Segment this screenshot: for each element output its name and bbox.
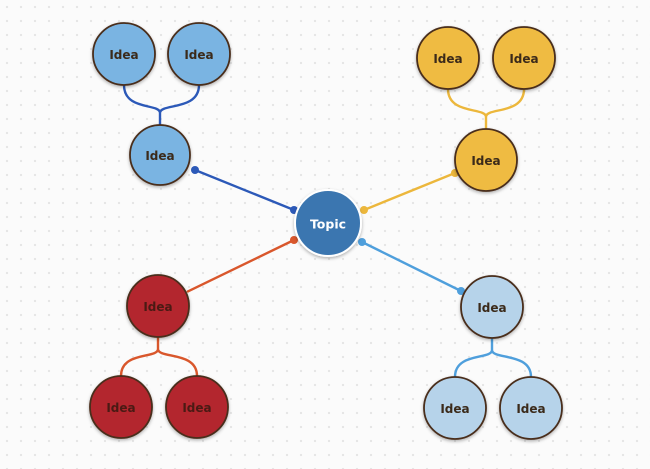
- top-right-topic-anchor-dot: [360, 206, 368, 214]
- central-topic-node[interactable]: Topic: [294, 189, 362, 257]
- top-right-child-idea-node-2[interactable]: Idea: [492, 26, 556, 90]
- bottom-left-idea-node-label: Idea: [143, 300, 172, 314]
- top-right-idea-node-label: Idea: [471, 154, 500, 168]
- top-left-connector: [193, 168, 296, 212]
- bottom-right-child-idea-node-1-label: Idea: [440, 402, 469, 416]
- top-right-child-idea-node-1-circle: [416, 26, 480, 90]
- bottom-left-topic-anchor-dot: [290, 236, 298, 244]
- top-right-child-idea-node-1-label: Idea: [433, 52, 462, 66]
- bottom-right-child-idea-node-1-circle: [423, 376, 487, 440]
- top-left-child-idea-node-2-label: Idea: [184, 48, 213, 62]
- top-right-child-idea-node-2-label: Idea: [509, 52, 538, 66]
- bottom-left-child-connector: [119, 335, 199, 378]
- bottom-right-idea-node[interactable]: Idea: [460, 275, 524, 339]
- bottom-right-child-idea-node-2-circle: [499, 376, 563, 440]
- bottom-left-idea-node-circle: [126, 274, 190, 338]
- top-right-child-idea-node-1[interactable]: Idea: [416, 26, 480, 90]
- top-left-child-idea-node-2[interactable]: Idea: [167, 22, 231, 86]
- bottom-left-connector: [186, 238, 296, 293]
- top-right-connector: [362, 171, 457, 212]
- bottom-right-idea-node-circle: [460, 275, 524, 339]
- top-left-idea-node-circle: [129, 124, 191, 186]
- bottom-left-child-idea-node-1-label: Idea: [106, 401, 135, 415]
- top-left-child-idea-node-1-label: Idea: [109, 48, 138, 62]
- top-left-idea-node-label: Idea: [145, 149, 174, 163]
- top-left-child-idea-node-1[interactable]: Idea: [92, 22, 156, 86]
- central-topic-node-circle: [294, 189, 362, 257]
- top-right-child-idea-node-2-circle: [492, 26, 556, 90]
- top-left-child-connector: [122, 83, 201, 127]
- top-left-idea-node[interactable]: Idea: [129, 124, 191, 186]
- top-right-child-connector: [446, 87, 526, 131]
- bottom-right-child-connector: [453, 336, 533, 379]
- bottom-right-child-idea-node-2[interactable]: Idea: [499, 376, 563, 440]
- central-topic-node-label: Topic: [310, 217, 346, 232]
- top-right-idea-node[interactable]: Idea: [454, 128, 518, 192]
- connectors-layer: [119, 83, 533, 379]
- bottom-left-child-idea-node-2-circle: [165, 375, 229, 439]
- top-left-idea-anchor-dot: [191, 166, 199, 174]
- top-left-child-idea-node-1-circle: [92, 22, 156, 86]
- bottom-right-child-idea-node-1[interactable]: Idea: [423, 376, 487, 440]
- bottom-right-idea-node-label: Idea: [477, 301, 506, 315]
- bottom-left-child-idea-node-2[interactable]: Idea: [165, 375, 229, 439]
- bottom-right-connector: [360, 240, 463, 293]
- bottom-left-child-idea-node-1[interactable]: Idea: [89, 375, 153, 439]
- bottom-right-idea-anchor-dot: [457, 287, 465, 295]
- bottom-left-child-idea-node-1-circle: [89, 375, 153, 439]
- bottom-right-child-idea-node-2-label: Idea: [516, 402, 545, 416]
- bottom-left-child-idea-node-2-label: Idea: [182, 401, 211, 415]
- bottom-right-topic-anchor-dot: [358, 238, 366, 246]
- top-left-child-idea-node-2-circle: [167, 22, 231, 86]
- bottom-left-idea-node[interactable]: Idea: [126, 274, 190, 338]
- top-right-idea-node-circle: [454, 128, 518, 192]
